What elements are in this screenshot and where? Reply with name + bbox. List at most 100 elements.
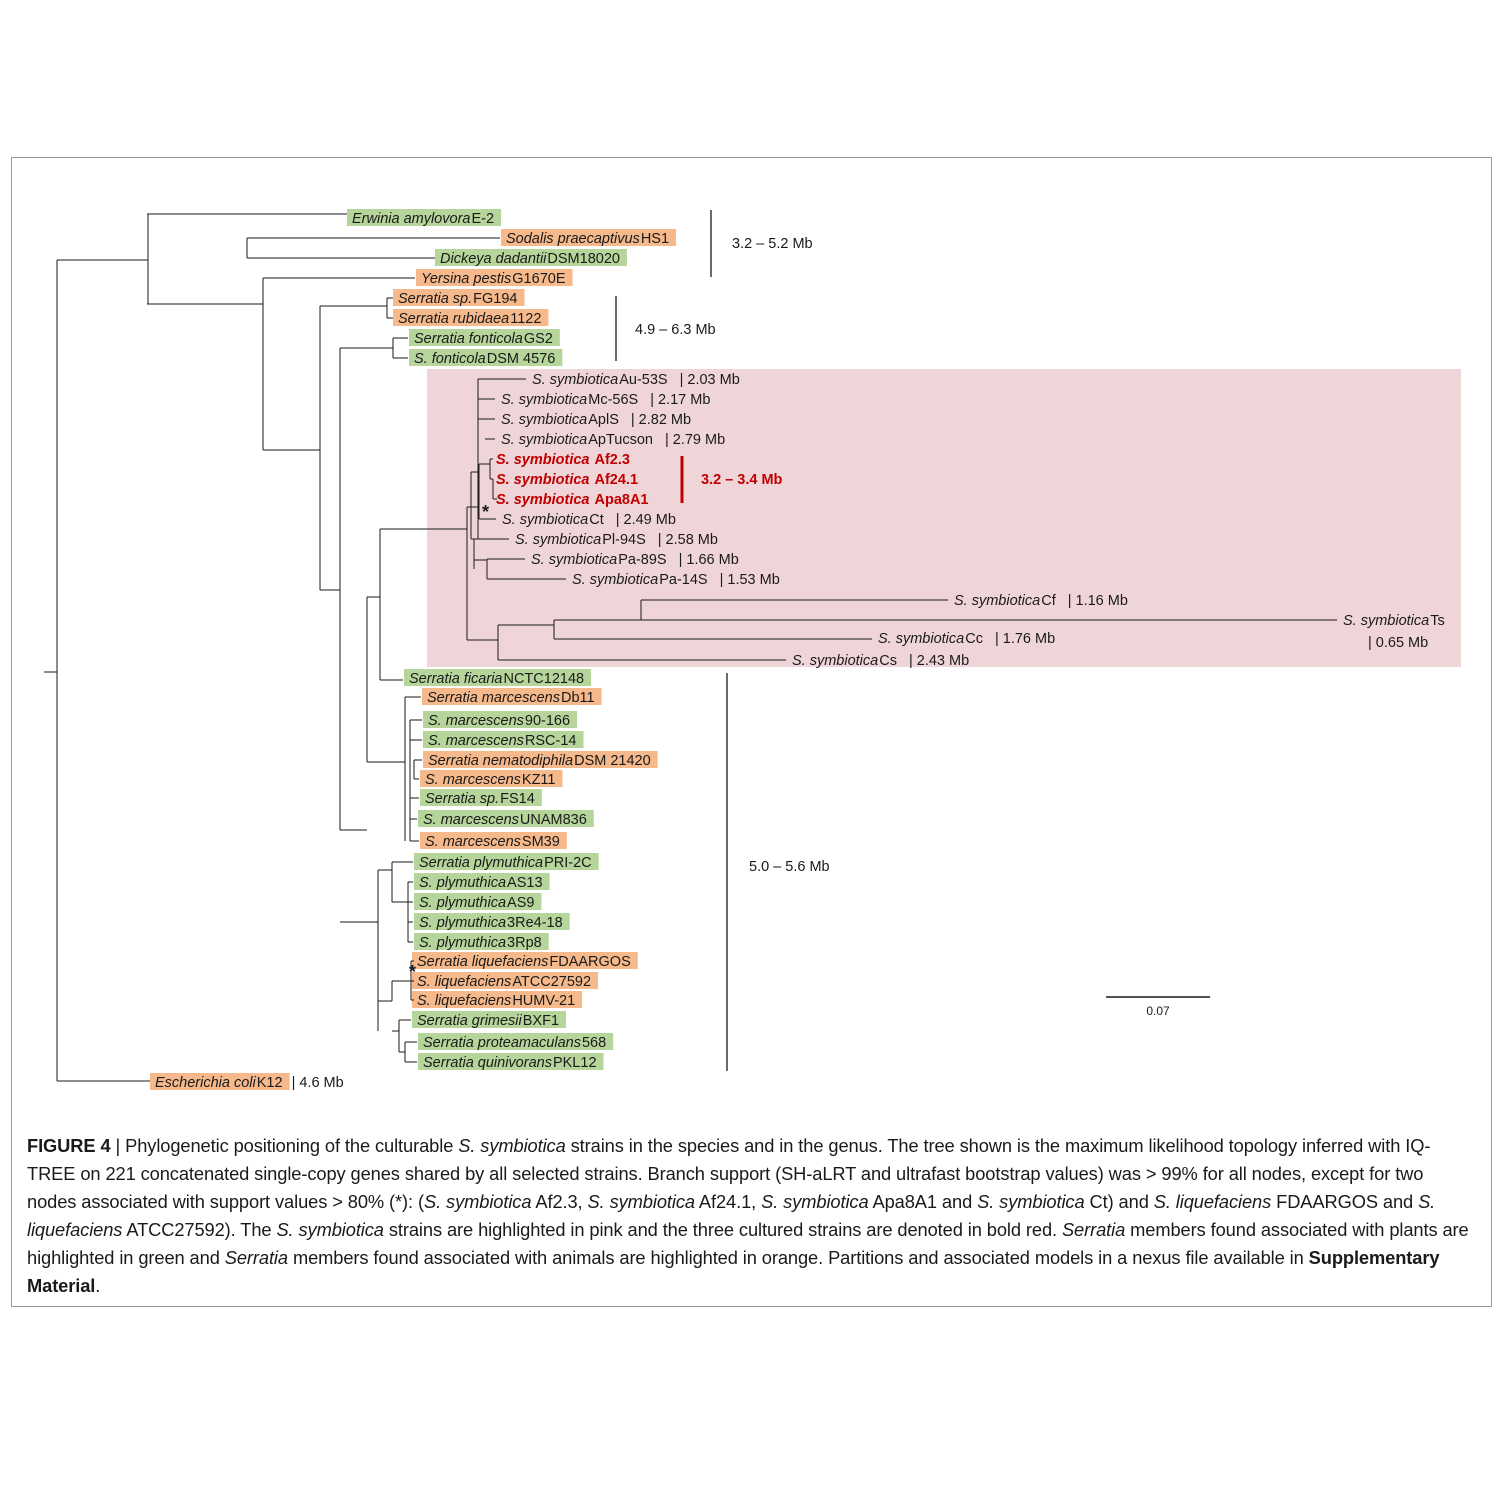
taxon-species: S. symbiotica	[496, 492, 589, 508]
taxon-strain: 568	[582, 1035, 606, 1051]
genome-size-label: | 1.66 Mb	[679, 552, 739, 568]
label-highlight-plant	[412, 1011, 567, 1028]
label-highlight-plant	[347, 209, 502, 226]
label-highlight-plant	[409, 329, 560, 346]
figure-caption: FIGURE 4 | Phylogenetic positioning of t…	[27, 1135, 1469, 1296]
taxon-species: S. marcescens	[425, 772, 521, 788]
label-highlight-animal	[150, 1073, 290, 1090]
label-highlight-plant	[423, 731, 584, 748]
caption-body: Phylogenetic positioning of the culturab…	[27, 1135, 1469, 1296]
taxon-species: Yersina pestis	[421, 271, 511, 287]
taxon-strain: GS2	[524, 331, 553, 347]
taxon-species: Serratia grimesii	[417, 1013, 523, 1029]
genome-size-label: | 2.82 Mb	[631, 412, 691, 428]
taxon-strain: AplS	[588, 412, 619, 428]
taxon-species: Serratia sp.	[398, 291, 472, 307]
taxon-species: S. symbiotica	[501, 432, 587, 448]
label-highlight-animal	[422, 688, 602, 705]
taxon-species: S. marcescens	[428, 713, 524, 729]
taxon-species: S. symbiotica	[792, 653, 878, 669]
support-asterisk: *	[409, 962, 416, 982]
genome-size-label: | 2.03 Mb	[680, 372, 740, 388]
taxon-strain: UNAM836	[520, 812, 587, 828]
taxon-strain: Db11	[561, 690, 595, 706]
taxon-species: S. symbiotica	[501, 392, 587, 408]
taxon-strain: Pa-89S	[618, 552, 666, 568]
taxon-strain: Af2.3	[594, 452, 629, 468]
taxon-species: S. fonticola	[414, 351, 486, 367]
taxon-species: S. symbiotica	[515, 532, 601, 548]
genome-bracket-label: 5.0 – 5.6 Mb	[749, 859, 830, 875]
taxon-strain: Ts	[1430, 613, 1445, 629]
taxon-strain: Apa8A1	[594, 492, 648, 508]
symbiotica-highlight-region	[427, 369, 1461, 667]
label-highlight-plant	[404, 669, 592, 686]
taxon-strain: Cc	[965, 631, 983, 647]
genome-size-label: | 2.17 Mb	[650, 392, 710, 408]
label-highlight-plant	[418, 810, 594, 827]
taxon-strain: 1122	[510, 311, 541, 327]
taxon-species: S. plymuthica	[419, 895, 506, 911]
taxon-strain: NCTC12148	[503, 671, 584, 687]
taxon-species: S. liquefaciens	[417, 974, 511, 990]
taxon-strain: K12	[257, 1075, 283, 1091]
taxon-species: S. symbiotica	[501, 412, 587, 428]
taxon-species: S. marcescens	[423, 812, 519, 828]
taxon-species: Serratia marcescens	[427, 690, 560, 706]
taxon-species: S. symbiotica	[502, 512, 588, 528]
taxon-species: S. plymuthica	[419, 935, 506, 951]
taxon-species: Dickeya dadantii	[440, 251, 547, 267]
taxon-strain: AS13	[507, 875, 542, 891]
genome-bracket-label: 3.2 – 3.4 Mb	[701, 472, 783, 488]
taxon-strain: FG194	[473, 291, 517, 307]
taxon-strain: BXF1	[523, 1013, 559, 1029]
label-highlight-animal	[393, 289, 525, 306]
label-highlight-animal	[423, 751, 658, 768]
taxon-species: S. marcescens	[425, 834, 521, 850]
label-highlight-animal	[420, 770, 563, 787]
taxon-strain: PRI-2C	[544, 855, 592, 871]
label-highlight-animal	[412, 972, 599, 989]
taxon-species: S. plymuthica	[419, 915, 506, 931]
taxon-strain: KZ11	[522, 772, 556, 788]
genome-size-label: | 4.6 Mb	[292, 1075, 344, 1091]
support-asterisk: *	[482, 502, 489, 522]
label-highlight-plant	[423, 711, 578, 728]
label-highlights	[150, 209, 677, 1090]
taxon-species: S. symbiotica	[532, 372, 618, 388]
genome-size-label: | 2.43 Mb	[909, 653, 969, 669]
label-highlight-animal	[420, 832, 567, 849]
taxon-strain: ApTucson	[588, 432, 653, 448]
taxon-strain: FDAARGOS	[549, 954, 630, 970]
taxon-species: Serratia nematodiphila	[428, 753, 573, 769]
taxon-strain: HS1	[641, 231, 669, 247]
taxon-strain: 90-166	[525, 713, 570, 729]
label-highlight-plant	[414, 933, 549, 950]
taxon-species: S. liquefaciens	[417, 993, 511, 1009]
label-highlight-plant	[418, 1053, 604, 1070]
taxon-strain: E-2	[471, 211, 494, 227]
taxon-strain: AS9	[507, 895, 534, 911]
taxon-species: Serratia quinivorans	[423, 1055, 552, 1071]
taxon-species: S. symbiotica	[531, 552, 617, 568]
tree-branches	[44, 213, 1337, 1082]
genome-size-label: | 2.58 Mb	[658, 532, 718, 548]
label-highlight-plant	[418, 1033, 614, 1050]
label-highlight-plant	[420, 789, 542, 806]
taxon-species: S. symbiotica	[496, 452, 589, 468]
taxon-strain: Cs	[879, 653, 897, 669]
figure-frame	[11, 157, 1492, 1307]
label-highlight-animal	[412, 952, 638, 969]
taxon-strain: FS14	[500, 791, 535, 807]
label-highlight-animal	[501, 229, 677, 246]
taxon-species: Serratia sp.	[425, 791, 499, 807]
taxon-strain: SM39	[522, 834, 560, 850]
taxon-species: S. plymuthica	[419, 875, 506, 891]
genome-size-label: | 1.16 Mb	[1068, 593, 1128, 609]
taxon-species: Escherichia coli	[155, 1075, 257, 1091]
taxon-strain: PKL12	[553, 1055, 597, 1071]
taxon-strain: DSM 21420	[574, 753, 651, 769]
genome-size-label: | 0.65 Mb	[1368, 635, 1428, 651]
taxon-species: Serratia rubidaea	[398, 311, 509, 327]
